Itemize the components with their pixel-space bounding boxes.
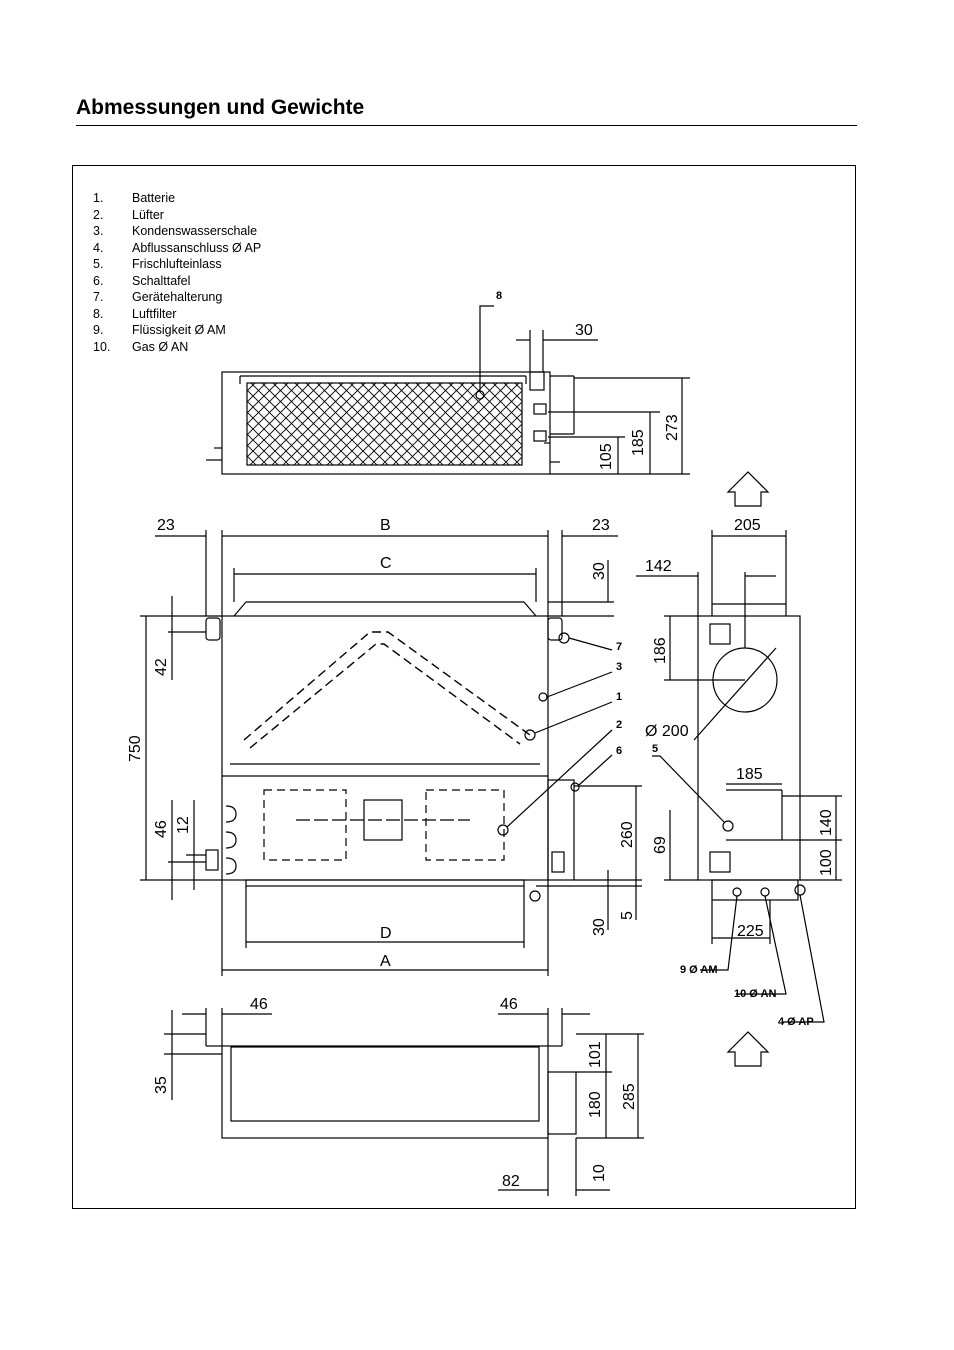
dim-285: 285 — [621, 1083, 638, 1110]
top-view — [206, 305, 690, 475]
dim-82: 82 — [502, 1173, 520, 1190]
dim-142: 142 — [645, 558, 672, 575]
bottom-view-opening — [230, 1046, 540, 1122]
dim-180: 180 — [587, 1091, 604, 1118]
fan-housing-right — [425, 789, 505, 861]
bracket-left — [205, 617, 221, 641]
dim-225: 225 — [737, 923, 764, 940]
dim-100: 100 — [818, 849, 835, 876]
pipe-label-9: 9 Ø AM — [680, 964, 718, 976]
dim-10: 10 — [591, 1164, 608, 1182]
dim-205: 205 — [734, 517, 761, 534]
legend-item: 4.Abflussanschluss Ø AP — [93, 240, 262, 255]
legend-item: 6.Schalttafel — [93, 273, 191, 288]
dim-12: 12 — [175, 816, 192, 834]
legend-item: 1.Batterie — [93, 191, 176, 205]
side-view — [636, 471, 842, 1067]
airflow-arrow-icon — [726, 1031, 770, 1067]
legend-item: 8.Luftfilter — [93, 306, 177, 321]
air-filter-hatch — [246, 382, 523, 466]
dim-B: B — [380, 517, 391, 534]
dim-260: 260 — [619, 821, 636, 848]
dim-273: 273 — [664, 414, 681, 441]
dim-30-upper: 30 — [591, 562, 608, 580]
bottom-view-outline — [221, 1045, 549, 1139]
dim-C: C — [380, 555, 392, 572]
callout-6: 6 — [616, 745, 622, 757]
fan-housing-left — [263, 789, 347, 861]
dim-30-lower: 30 — [591, 918, 608, 936]
callout-5: 5 — [652, 743, 658, 755]
callout-7: 7 — [616, 641, 622, 653]
callout-2: 2 — [616, 719, 622, 731]
callout-5-dot — [722, 820, 734, 832]
dim-30-top: 30 — [575, 322, 593, 339]
dim-46: 46 — [153, 820, 170, 838]
top-view-outline — [221, 371, 551, 475]
legend-item: 2.Lüfter — [93, 207, 164, 222]
dim-23-right: 23 — [592, 517, 610, 534]
pipe-loop — [225, 805, 237, 823]
bottom-view — [164, 1008, 644, 1196]
dim-23-left: 23 — [157, 517, 175, 534]
dim-185: 185 — [630, 429, 647, 456]
legend-item: 9.Flüssigkeit Ø AM — [93, 323, 226, 337]
pipe-stub — [529, 371, 545, 391]
dim-35: 35 — [153, 1076, 170, 1094]
dim-101: 101 — [587, 1041, 604, 1068]
dim-140: 140 — [818, 809, 835, 836]
dim-diameter-200: Ø 200 — [645, 723, 689, 740]
legend-item: 3.Kondenswasserschale — [93, 224, 258, 238]
dim-105: 105 — [598, 443, 615, 470]
pipe-stub — [533, 430, 547, 442]
dim-186: 186 — [652, 637, 669, 664]
drawing-frame — [72, 165, 856, 1209]
bracket-right — [547, 617, 563, 641]
page-title: Abmessungen und Gewichte — [76, 96, 365, 119]
front-view — [140, 530, 642, 976]
callout-3: 3 — [616, 661, 622, 673]
pipe-stub — [533, 403, 547, 415]
legend-item: 7.Gerätehalterung — [93, 290, 223, 304]
airflow-arrow-icon — [726, 471, 770, 507]
dim-42: 42 — [153, 658, 170, 676]
title-rule — [76, 125, 857, 126]
control-panel — [547, 779, 575, 881]
dim-5: 5 — [619, 911, 636, 920]
dim-46-right: 46 — [500, 996, 518, 1013]
coil-outline — [243, 631, 531, 741]
legend-item: 5.Frischlufteinlass — [93, 257, 222, 271]
dim-69: 69 — [652, 836, 669, 854]
parts-legend: 1.Batterie 2.Lüfter 3.Kondenswasserschal… — [93, 190, 261, 355]
dim-A: A — [380, 953, 391, 970]
pipe-label-10: 10 Ø AN — [734, 988, 776, 1000]
pipe-label-4: 4 Ø AP — [778, 1016, 814, 1028]
legend-item: 10.Gas Ø AN — [93, 339, 189, 354]
dim-46-left: 46 — [250, 996, 268, 1013]
dim-D: D — [380, 925, 392, 942]
dim-750: 750 — [127, 735, 144, 762]
callout-8: 8 — [496, 290, 502, 302]
dim-185-side: 185 — [736, 766, 763, 783]
callout-1: 1 — [616, 691, 622, 703]
drain-pan — [245, 879, 525, 887]
